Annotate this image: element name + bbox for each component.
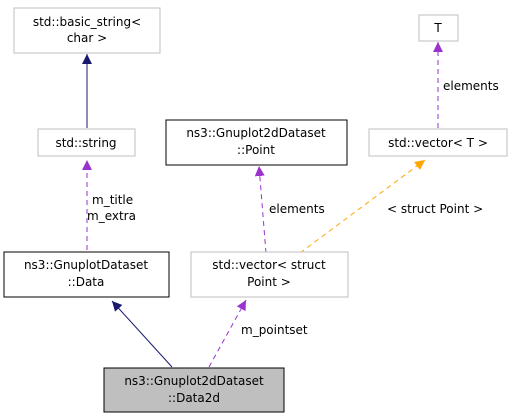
edge-data2d-to-vector-point <box>208 299 247 368</box>
node-data2d-line1: ns3::Gnuplot2dDataset <box>124 374 264 388</box>
edge-label-elements-t: elements <box>443 79 499 93</box>
edge-label-elements-point: elements <box>269 202 325 216</box>
node-vector-point-line1: std::vector< struct <box>212 258 326 272</box>
node-data-line2: ::Data <box>68 275 105 289</box>
edge-vector-point-to-point <box>254 165 267 254</box>
node-point[interactable]: ns3::Gnuplot2dDataset ::Point <box>165 119 348 166</box>
node-data2d-line2: ::Data2d <box>168 391 220 405</box>
node-basic-string-line1: std::basic_string< <box>33 15 141 29</box>
edge-vector-point-to-vector-t <box>299 159 426 254</box>
node-string[interactable]: std::string <box>37 128 136 157</box>
edge-label-template-args: < struct Point > <box>387 202 483 216</box>
node-string-line1: std::string <box>55 136 116 150</box>
edge-label-m-extra: m_extra <box>87 209 136 223</box>
node-data[interactable]: ns3::GnuplotDataset ::Data <box>3 251 170 298</box>
edge-data2d-to-data <box>111 300 173 368</box>
node-data-line1: ns3::GnuplotDataset <box>24 258 148 272</box>
edge-label-m-pointset: m_pointset <box>241 323 308 337</box>
node-vector-t[interactable]: std::vector< T > <box>368 128 508 157</box>
node-point-line1: ns3::Gnuplot2dDataset <box>186 126 326 140</box>
node-vector-point[interactable]: std::vector< struct Point > <box>190 251 349 298</box>
node-point-line2: ::Point <box>237 143 275 157</box>
edge-label-m-title: m_title <box>92 193 133 207</box>
node-basic-string-line2: char > <box>67 31 107 45</box>
node-t[interactable]: T <box>418 14 459 42</box>
node-data2d[interactable]: ns3::Gnuplot2dDataset ::Data2d <box>103 367 285 413</box>
node-t-line1: T <box>433 21 442 35</box>
node-basic-string[interactable]: std::basic_string< char > <box>13 7 161 54</box>
node-vector-point-line2: Point > <box>247 275 291 289</box>
node-vector-t-line1: std::vector< T > <box>388 136 488 150</box>
